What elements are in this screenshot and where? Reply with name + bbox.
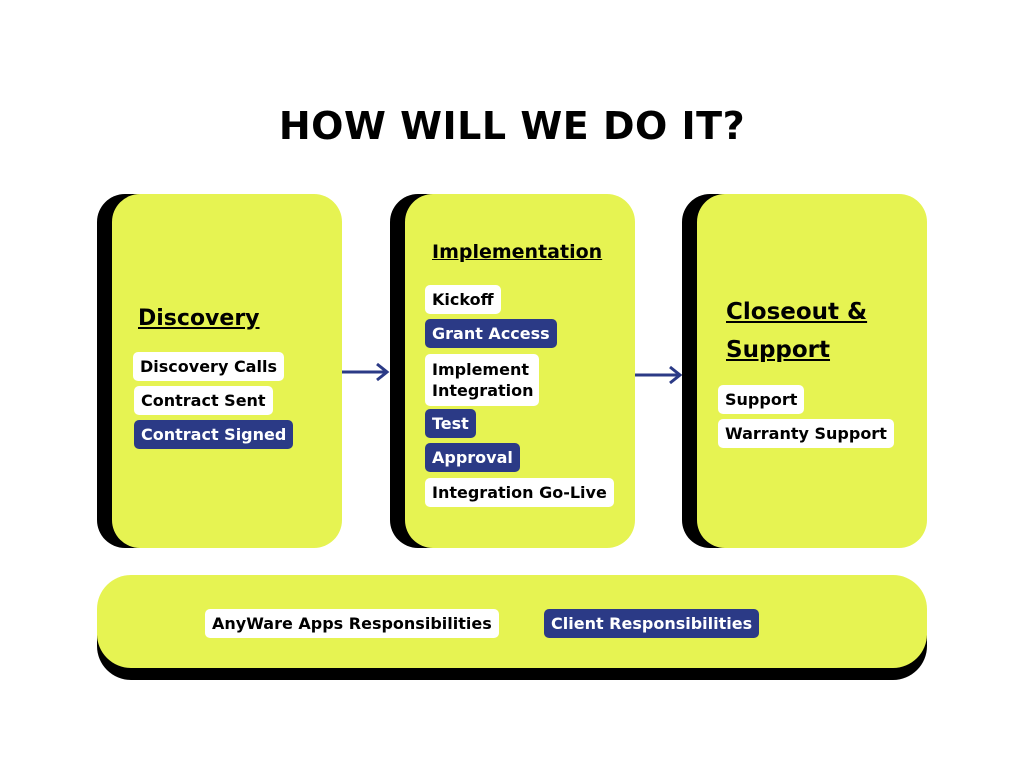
stage-title-discovery: Discovery [138, 306, 260, 331]
task-tag-integration-go-live: Integration Go-Live [425, 478, 614, 507]
task-tag-support: Support [718, 385, 805, 414]
task-tag-kickoff: Kickoff [425, 285, 501, 314]
task-tag-approval: Approval [425, 443, 520, 472]
page-title: HOW WILL WE DO IT? [278, 104, 746, 148]
task-tag-warranty-support: Warranty Support [718, 419, 894, 448]
task-tag-test: Test [425, 409, 476, 438]
stage-title-implementation: Implementation [432, 241, 603, 263]
stage-title-closeout-support: Closeout & Support [726, 299, 868, 363]
task-tag-contract-sent: Contract Sent [134, 386, 273, 415]
flow-arrow-icon [635, 365, 683, 385]
task-tag-contract-signed: Contract Signed [134, 420, 294, 449]
legend-client-responsibilities: Client Responsibilities [544, 609, 760, 638]
task-tag-discovery-calls: Discovery Calls [133, 352, 284, 381]
flow-arrow-icon [342, 362, 390, 382]
task-tag-implement-integration: Implement Integration [425, 354, 539, 406]
legend-agency-responsibilities: AnyWare Apps Responsibilities [205, 609, 499, 638]
task-tag-grant-access: Grant Access [425, 319, 557, 348]
